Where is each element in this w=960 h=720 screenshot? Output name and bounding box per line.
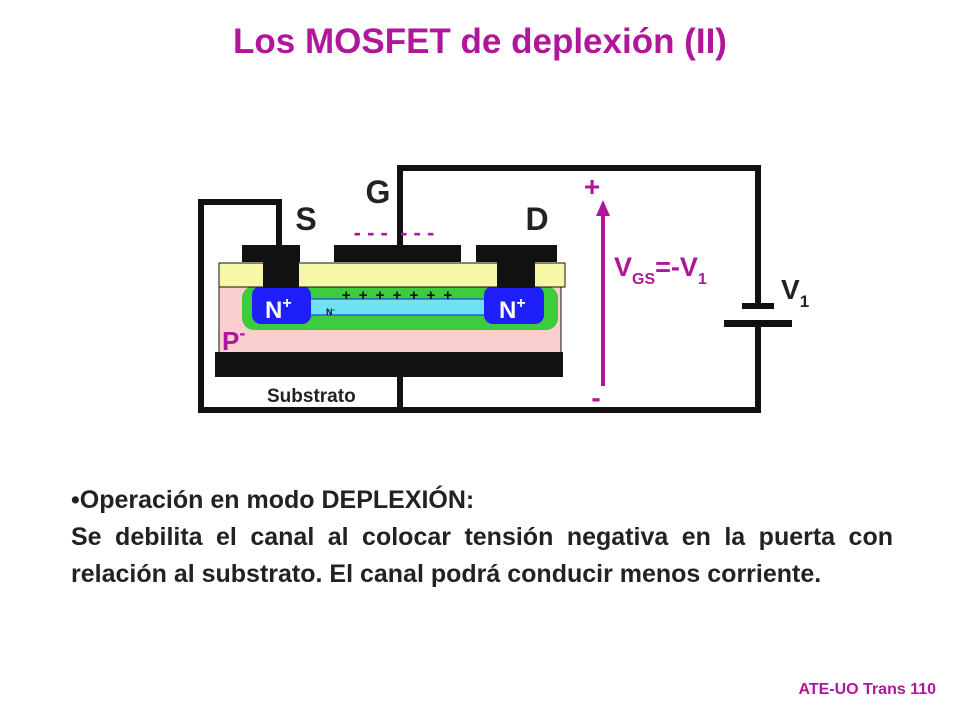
bullet-marker: • — [71, 486, 80, 514]
vgs-plus-sign: + — [584, 171, 600, 202]
vgs-minus-sign: - — [591, 382, 600, 413]
source-wire — [198, 199, 397, 413]
substrate-contact — [215, 352, 563, 377]
source-label: S — [295, 201, 316, 237]
explanation-block: •Operación en modo DEPLEXIÓN: Se debilit… — [71, 482, 893, 593]
explanation-paragraph: Se debilita el canal al colocar tensión … — [71, 523, 893, 588]
bullet-heading: •Operación en modo DEPLEXIÓN: — [71, 482, 893, 519]
v1-label: V1 — [781, 274, 809, 311]
drain-n-plus-label: N+ — [499, 295, 526, 324]
drain-label: D — [525, 201, 548, 237]
heading-text: Operación en modo DEPLEXIÓN: — [79, 486, 475, 514]
n-minus-channel-label: N- — [326, 307, 336, 317]
drain-n-plus-region — [484, 286, 544, 324]
gate-label: G — [366, 174, 391, 210]
source-n-plus-region — [252, 286, 311, 324]
source-n-plus-label: N+ — [265, 295, 292, 324]
battery-long-plate — [742, 303, 774, 309]
gate-wire — [397, 165, 761, 307]
gate-electrode — [334, 245, 461, 262]
substrate-wire — [397, 322, 761, 413]
slide-footer: ATE-UO Trans 110 — [798, 681, 936, 698]
channel-positive-charges: + + + + + + + — [342, 287, 454, 304]
slide-title: Los MOSFET de deplexión (II) — [233, 22, 727, 61]
substrate-label: Substrato — [267, 386, 356, 407]
p-minus-label: P- — [222, 323, 245, 356]
gate-negative-charges: - - - - - - — [354, 220, 435, 245]
battery-short-plate — [724, 320, 792, 327]
source-contact — [263, 255, 299, 288]
vgs-equation-label: VGS=-V1 — [614, 252, 707, 288]
drain-contact — [497, 255, 535, 288]
drain-electrode — [476, 245, 557, 262]
vgs-arrowhead — [596, 200, 610, 216]
